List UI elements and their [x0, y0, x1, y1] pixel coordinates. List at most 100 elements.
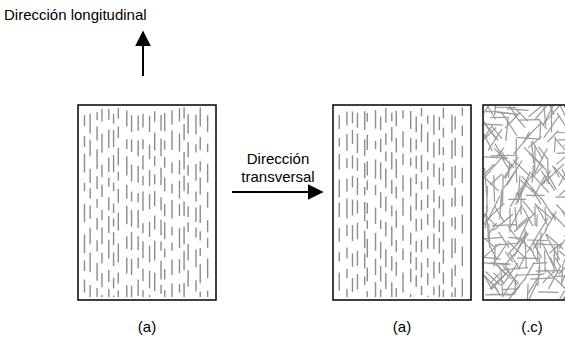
- fiber-stroke: [164, 177, 165, 191]
- fiber-stroke: [443, 222, 444, 242]
- fiber-stroke: [462, 279, 463, 297]
- fiber-stroke: [451, 218, 452, 227]
- fiber-stroke: [142, 139, 143, 149]
- fiber-stroke: [367, 181, 368, 190]
- fiber-stroke: [541, 171, 554, 191]
- fiber-stroke: [101, 134, 102, 153]
- fiber-stroke: [421, 263, 422, 278]
- fiber-stroke: [380, 117, 381, 131]
- fiber-stroke: [195, 250, 196, 268]
- fiber-stroke: [563, 106, 565, 129]
- fiber-stroke: [421, 200, 422, 211]
- fiber-stroke: [339, 203, 340, 218]
- fiber-stroke: [501, 270, 503, 296]
- fiber-stroke: [454, 138, 455, 156]
- fiber-stroke: [131, 232, 132, 250]
- fiber-stroke: [352, 278, 353, 292]
- fiber-stroke: [352, 225, 353, 241]
- fiber-stroke: [346, 159, 347, 169]
- fiber-stroke: [391, 113, 392, 122]
- fiber-stroke: [421, 155, 422, 173]
- fiber-stroke: [187, 165, 188, 176]
- fiber-stroke: [89, 188, 90, 198]
- fiber-stroke: [171, 259, 172, 275]
- fiber-stroke: [96, 149, 97, 169]
- fiber-stroke: [154, 156, 155, 166]
- fiber-stroke: [160, 115, 161, 131]
- fiber-stroke: [118, 272, 119, 283]
- fiber-stroke: [207, 220, 208, 232]
- fiber-stroke: [402, 175, 403, 191]
- fiber-stroke: [454, 116, 455, 129]
- fiber-stroke: [546, 235, 560, 260]
- fiber-stroke: [339, 154, 340, 170]
- fiber-stroke: [380, 220, 381, 229]
- panel-caption: (a): [393, 318, 411, 336]
- fiber-stroke: [346, 111, 347, 125]
- fiber-stroke: [385, 151, 386, 161]
- fiber-stroke: [443, 128, 444, 138]
- fiber-stroke: [439, 285, 440, 297]
- fiber-stroke: [108, 129, 109, 148]
- fiber-stroke: [549, 106, 554, 115]
- fiber-stroke: [521, 180, 534, 192]
- fiber-stroke: [427, 236, 428, 249]
- fiber-stroke: [439, 238, 440, 254]
- fiber-stroke: [492, 127, 502, 139]
- fiber-stroke: [494, 148, 514, 167]
- fiber-stroke: [562, 287, 565, 299]
- fiber-stroke: [187, 142, 188, 157]
- fiber-stroke: [367, 239, 368, 257]
- fiber-stroke: [497, 265, 505, 274]
- panel-outline: [483, 105, 565, 300]
- fiber-stroke: [154, 241, 155, 261]
- fiber-stroke: [160, 197, 161, 210]
- fiber-stroke: [207, 164, 208, 183]
- fiber-stroke: [484, 164, 494, 183]
- fiber-stroke: [391, 282, 392, 297]
- fiber-stroke: [200, 107, 201, 127]
- fiber-stroke: [543, 106, 555, 126]
- fiber-stroke: [367, 220, 368, 229]
- fiber-stroke: [154, 273, 155, 291]
- fiber-stroke: [443, 163, 444, 171]
- fiber-stroke: [439, 168, 440, 185]
- fiber-stroke: [489, 245, 496, 259]
- fiber-stroke: [462, 107, 463, 115]
- fiber-stroke: [385, 273, 386, 289]
- fiber-stroke: [462, 168, 463, 183]
- fiber-stroke: [339, 272, 340, 290]
- fiber-stroke: [396, 187, 397, 199]
- fiber-stroke: [149, 116, 150, 132]
- fiber-stroke: [346, 179, 347, 192]
- fiber-stroke: [507, 241, 525, 258]
- fiber-stroke: [518, 218, 527, 227]
- fiber-stroke: [421, 240, 422, 253]
- fiber-stroke: [84, 204, 85, 223]
- fiber-stroke: [89, 285, 90, 297]
- fiber-stroke: [108, 240, 109, 259]
- fiber-stroke: [490, 117, 507, 118]
- fiber-stroke: [352, 112, 353, 124]
- fiber-stroke: [195, 192, 196, 202]
- fiber-stroke: [427, 273, 428, 285]
- fiber-stroke: [439, 220, 440, 232]
- fiber-stroke: [84, 260, 85, 271]
- fiber-stroke: [391, 205, 392, 216]
- fiber-stroke: [416, 241, 417, 252]
- fiber-stroke: [357, 113, 358, 128]
- fiber-stroke: [346, 134, 347, 151]
- fiber-stroke: [416, 117, 417, 133]
- fiber-stroke: [195, 144, 196, 152]
- fiber-stroke: [113, 296, 114, 297]
- fiber-stroke: [416, 193, 417, 210]
- fiber-stroke: [557, 151, 565, 153]
- fiber-stroke: [154, 215, 155, 229]
- fiber-stroke: [410, 269, 411, 283]
- fiber-stroke: [501, 111, 517, 135]
- fiber-stroke: [402, 110, 403, 118]
- fiber-stroke: [439, 117, 440, 130]
- fiber-stroke: [416, 174, 417, 184]
- fiber-stroke: [200, 205, 201, 223]
- fiber-stroke: [207, 115, 208, 132]
